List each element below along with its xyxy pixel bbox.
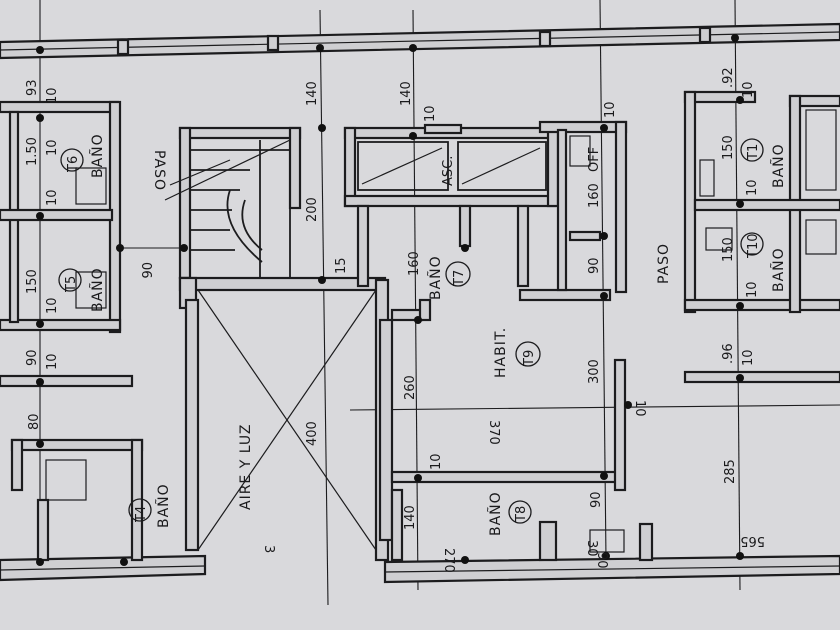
label-t1: T1: [746, 144, 761, 161]
shaft-block: [538, 120, 628, 294]
dim: 10: [429, 453, 444, 470]
label-t5: T5: [64, 276, 79, 293]
top-exterior-wall: [0, 22, 840, 60]
elevator-block: [343, 123, 560, 208]
dim: 150: [721, 237, 736, 262]
dim: 10: [45, 87, 60, 104]
dim: .92: [721, 67, 736, 88]
dim: 150: [721, 135, 736, 160]
dim: 400: [305, 421, 320, 446]
dim: 200: [305, 197, 320, 222]
label-t7: T7: [452, 270, 467, 287]
dim: 10: [45, 297, 60, 314]
dim: 1.50: [25, 137, 40, 166]
dim: 10: [741, 349, 756, 366]
bottom-exterior-wall: [0, 554, 840, 584]
dim: 10: [45, 353, 60, 370]
dim: 260: [403, 375, 418, 400]
dim: 140: [305, 81, 320, 106]
label-t6: T6: [66, 156, 81, 173]
dim: 160: [587, 183, 602, 208]
dim: 370: [486, 420, 501, 445]
stair-block: [164, 126, 302, 280]
dim: 140: [403, 505, 418, 530]
dim: 10: [745, 179, 760, 196]
room-labels: PASO PASO BAÑO T6 BAÑO T5 BAÑO T4 BAÑO T…: [64, 133, 787, 536]
dim: 10: [45, 139, 60, 156]
dim: 300: [587, 359, 602, 384]
dim: 10: [741, 81, 756, 98]
dim: 10: [603, 101, 618, 118]
dim: 90: [25, 349, 40, 366]
light-well: [178, 276, 390, 562]
dim: 90: [587, 257, 602, 274]
label-bano-t6: BAÑO: [89, 133, 106, 178]
label-bano-t4: BAÑO: [155, 483, 172, 528]
dim: 06: [138, 262, 153, 279]
label-aire-y-luz: AIRE Y LUZ: [238, 424, 254, 510]
label-bano-t5: BAÑO: [89, 267, 106, 312]
dim: 10: [45, 189, 60, 206]
dimension-labels: 93 10 1.50 10 10 150 10 90 10 80 06 140 …: [25, 67, 765, 573]
label-paso-right: PASO: [656, 243, 672, 284]
dim: 90: [589, 491, 604, 508]
dim: 150: [25, 269, 40, 294]
label-bano-t1: BAÑO: [770, 143, 787, 188]
dim: .96: [721, 343, 736, 364]
dim: 93: [25, 79, 40, 96]
label-t8: T8: [514, 506, 529, 523]
label-habit: HABIT.: [493, 327, 509, 378]
label-bano-t8: BAÑO: [487, 491, 504, 536]
central-rooms: [356, 204, 654, 562]
label-bano-t10: BAÑO: [770, 247, 787, 292]
label-t10: T10: [746, 234, 761, 259]
label-paso-left: PASO: [151, 150, 167, 191]
junction-dots: [36, 34, 744, 566]
dim: 140: [399, 81, 414, 106]
dim: 270: [441, 548, 456, 573]
label-bano-t7: BAÑO: [427, 255, 444, 300]
dim: 10: [745, 281, 760, 298]
label-asc: ASC.: [441, 156, 456, 186]
label-t9: T9: [522, 350, 537, 367]
room-circles: [58, 138, 764, 524]
dim: 90: [594, 552, 609, 569]
dim: 80: [27, 413, 42, 430]
dim: 10: [632, 400, 647, 417]
right-bathrooms: [683, 90, 840, 384]
label-ff: OFF: [587, 147, 602, 172]
dim: 3: [261, 545, 276, 553]
label-t4: T4: [134, 506, 149, 523]
dim: 160: [407, 251, 422, 276]
dim: 285: [723, 459, 738, 484]
dim: 10: [423, 105, 438, 122]
dim: 15: [334, 257, 349, 274]
dim: 30: [584, 540, 599, 557]
dim: 565: [740, 533, 765, 548]
